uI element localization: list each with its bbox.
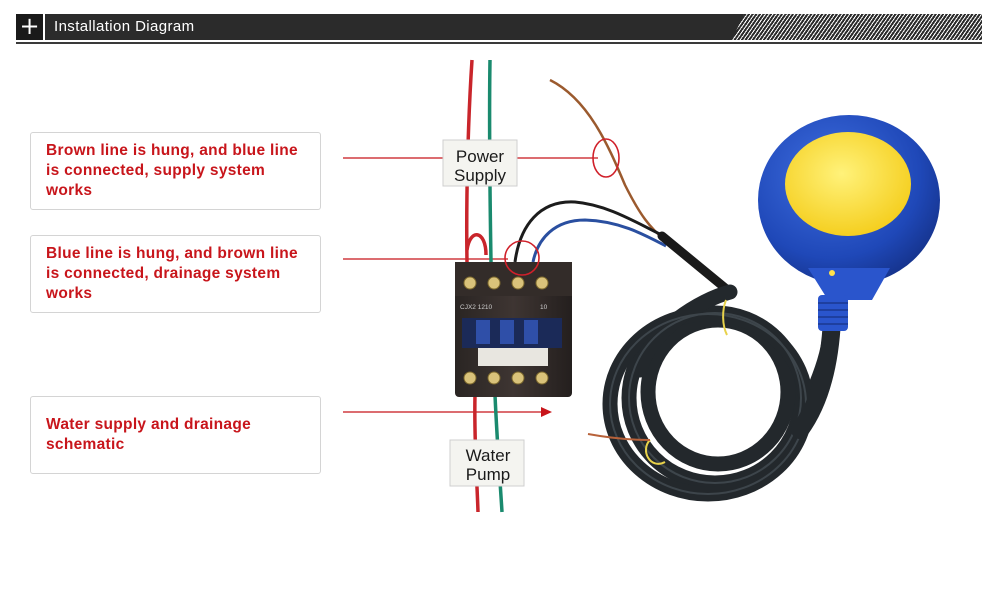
float-cable [791,311,841,439]
float-yellow-cap [785,132,911,236]
section-header: + Installation Diagram [16,14,982,40]
power-supply-label-line1: Power [456,147,505,166]
callout-drainage: Blue line is hung, and brown line is con… [30,235,321,313]
yellow-tie-bottom [645,439,666,465]
section-title: Installation Diagram [54,18,195,35]
red-wire-loop [465,233,488,256]
cable-sleeve [657,231,735,297]
yellow-tie-top [722,299,728,336]
highlight-circle-brown [592,138,620,178]
header-underline [16,42,982,44]
brown-wire [549,78,666,241]
contactor-model-label: CJX2 1210 [460,304,493,311]
callout-drainage-text: Blue line is hung, and brown line is con… [46,245,298,302]
float-cable-gland [818,295,848,331]
contactor-number-label: 10 [540,304,548,311]
header-hatch-decoration [732,14,982,40]
callout-schematic-text: Water supply and drainage schematic [46,416,252,453]
power-supply-tag: Power Supply [442,139,518,187]
float-switch [758,115,940,331]
loose-wire-ends [587,433,651,441]
pointer-arrowhead [541,407,552,417]
blue-wire [531,218,667,263]
black-wire [513,200,669,263]
callout-supply-text: Brown line is hung, and blue line is con… [46,142,298,199]
water-pump-tag: Water Pump [449,439,525,487]
water-pump-label-line2: Pump [466,465,510,484]
callout-schematic: Water supply and drainage schematic [30,396,321,474]
plus-icon: + [16,14,45,40]
water-pump-label-line1: Water [466,446,511,465]
power-supply-label-line2: Supply [454,166,506,185]
callout-supply: Brown line is hung, and blue line is con… [30,132,321,210]
coiled-cable [602,284,838,502]
contactor: CJX2 1210 10 [455,262,572,397]
highlight-circle-terminal [504,240,540,276]
